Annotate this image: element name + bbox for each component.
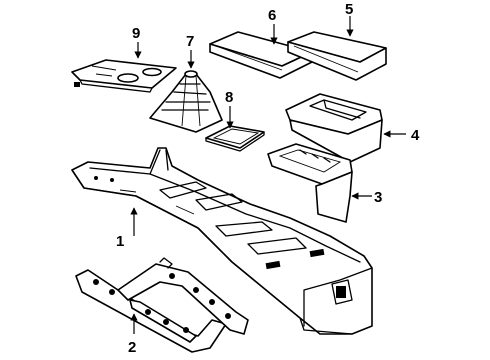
callout-5: 5 [345, 1, 353, 18]
armrest-pad-part [287, 31, 387, 81]
storage-box-part [285, 93, 383, 163]
leader-lines [130, 16, 406, 334]
shift-boot-part [149, 70, 223, 133]
shift-plate-part [71, 59, 177, 93]
callout-2: 2 [128, 339, 136, 356]
callout-3: 3 [374, 189, 382, 206]
tray-mat-part [205, 125, 265, 152]
callout-7: 7 [186, 33, 194, 50]
callout-labels: 9 7 8 6 5 4 3 1 2 [116, 1, 420, 356]
callout-4: 4 [411, 127, 420, 144]
console-bin-part [267, 143, 353, 223]
callout-1: 1 [116, 233, 124, 250]
callout-8: 8 [225, 89, 233, 106]
callout-6: 6 [268, 7, 276, 24]
bracket-frame-part [75, 257, 249, 353]
console-body-part [71, 147, 373, 335]
callout-9: 9 [132, 25, 140, 42]
